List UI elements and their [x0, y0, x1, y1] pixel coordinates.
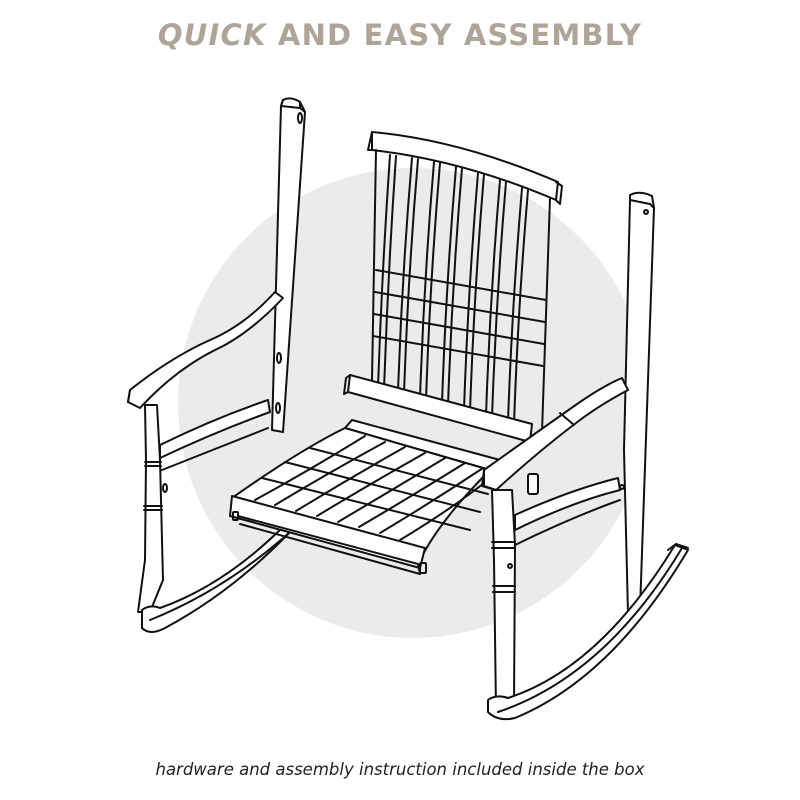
right-side-stretchers — [514, 477, 621, 546]
backrest — [343, 131, 563, 443]
left-front-leg — [137, 404, 168, 613]
left-rocker — [141, 524, 291, 633]
left-back-post — [271, 97, 306, 433]
page-title: QUICK AND EASY ASSEMBLY — [0, 18, 800, 52]
right-rocker — [487, 543, 689, 721]
caption: hardware and assembly instruction includ… — [155, 760, 645, 779]
right-armrest — [481, 377, 629, 495]
left-armrest — [127, 291, 284, 409]
title-rest: AND EASY ASSEMBLY — [266, 18, 643, 52]
right-front-leg — [491, 489, 516, 711]
seat — [229, 419, 501, 575]
left-side-stretchers — [159, 399, 271, 471]
right-back-post — [619, 191, 655, 615]
title-emphasis: QUICK — [157, 18, 267, 52]
